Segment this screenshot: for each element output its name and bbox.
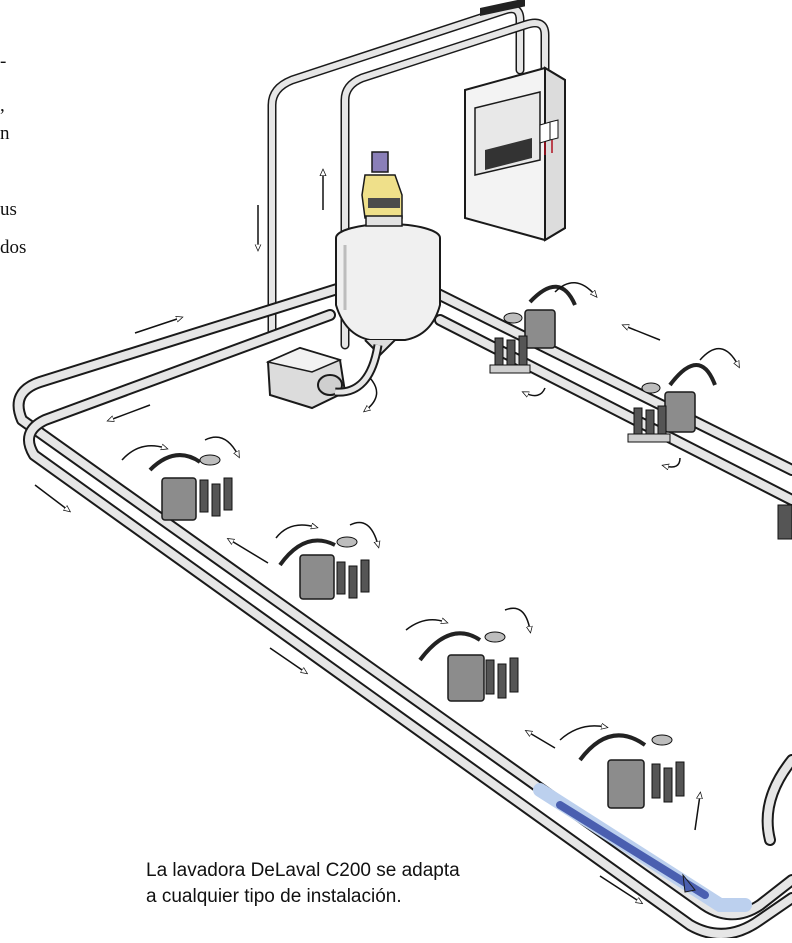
blue-pipe-segment — [533, 783, 752, 912]
detergent-bottle — [361, 151, 403, 227]
cropped-text-fragment-3: n — [0, 123, 10, 144]
cabinet-display — [480, 0, 525, 16]
cluster-unit-6 — [578, 733, 685, 809]
caption-line-2: a cualquier tipo de instalación. — [146, 886, 402, 907]
cropped-text-fragment-1: - — [0, 51, 7, 72]
caption: La lavadora DeLaval C200 se adapta a cua… — [146, 858, 460, 910]
pump-unit — [265, 344, 383, 410]
caption-line-1: La lavadora DeLaval C200 se adapta — [146, 860, 460, 881]
cluster-unit-7-partial — [777, 504, 792, 540]
cropped-text-fragment-5: dos — [0, 237, 27, 258]
flow-arrows — [34, 172, 738, 902]
control-cabinet — [464, 0, 566, 242]
milk-line-outer — [12, 279, 792, 940]
cluster-unit-1 — [489, 284, 577, 374]
cluster-unit-5 — [418, 631, 519, 702]
bottle-cap — [371, 151, 389, 173]
cropped-text-fragment-4: us — [0, 199, 17, 220]
cropped-text-fragment-2: , — [0, 95, 5, 116]
wash-tank — [335, 223, 441, 357]
overhead-pipes — [267, 4, 550, 350]
cluster-unit-2 — [627, 363, 717, 443]
cluster-unit-3 — [148, 453, 233, 521]
cluster-unit-4 — [278, 536, 370, 600]
